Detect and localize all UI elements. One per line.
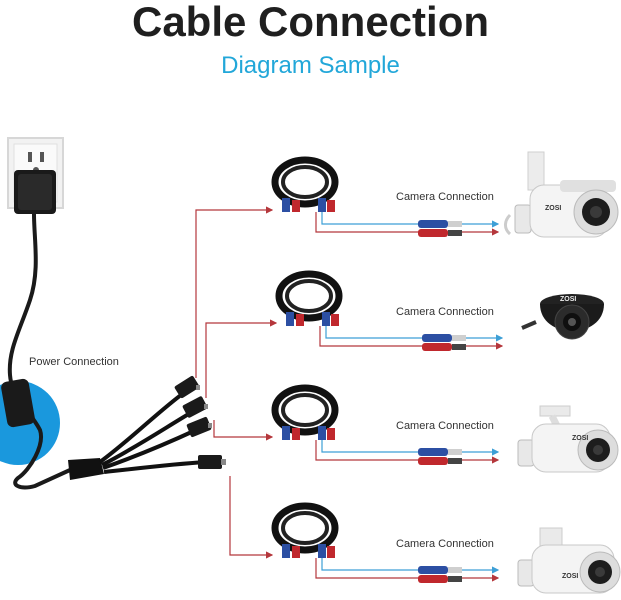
camera-brand: ZOSI [545,205,561,212]
diagram-title: Cable Connection [131,0,490,45]
camera-connection-label: Camera Connection [396,306,494,318]
camera-brand: ZOSI [572,435,588,442]
power-splitter-icon [68,375,226,480]
cable-row-4 [271,502,500,583]
cable-row-2 [275,270,504,351]
bnc-cable-coil-icon [271,156,339,212]
cable-row-3 [271,384,500,465]
diagram-subtitle: Diagram Sample [221,52,400,79]
power-connection-label: Power Connection [29,356,119,368]
camera-connector-icon [418,566,462,583]
camera-connection-label: Camera Connection [396,191,494,203]
dome-camera-icon: ZOSI [521,294,604,340]
camera-connector-icon [418,220,462,237]
bullet-camera-icon: ZOSI [504,151,619,238]
bullet-camera-icon: ZOSI [517,405,619,473]
bnc-cable-coil-icon [271,502,339,558]
power-routing-lines [195,206,278,559]
cable-row-1 [271,156,500,237]
bullet-camera-icon: ZOSI [517,527,621,594]
power-adapter-icon [14,170,56,214]
camera-brand: ZOSI [560,296,576,303]
camera-brand: ZOSI [562,573,578,580]
camera-connection-label: Camera Connection [396,420,494,432]
camera-connection-label: Camera Connection [396,538,494,550]
camera-connector-icon [422,334,466,351]
bnc-cable-coil-icon [275,270,343,326]
cable-connector [1,378,35,428]
camera-connector-icon [418,448,462,465]
bnc-cable-coil-icon [271,384,339,440]
